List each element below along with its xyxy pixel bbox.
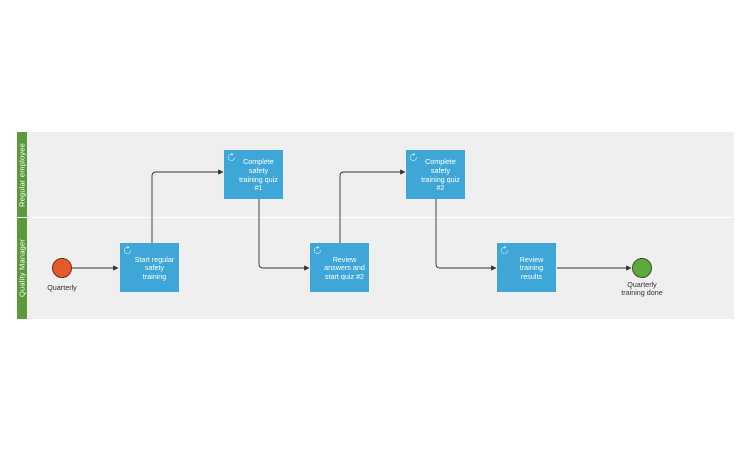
task-complete-safety-training-quiz-2[interactable]: Complete safety training quiz #2: [406, 150, 465, 199]
start-event-label: Quarterly: [47, 283, 77, 292]
loop-icon: [313, 246, 322, 255]
lane-header-regular-employee[interactable]: [17, 132, 27, 217]
flow-task2-to-task3: [258, 199, 310, 271]
task-label: Complete safety training quiz #2: [421, 157, 460, 193]
start-event[interactable]: [52, 258, 72, 278]
lane-header-quality-manager[interactable]: [17, 218, 27, 319]
flow-task1-to-task2: [151, 169, 224, 243]
task-review-training-results[interactable]: Review training results: [497, 243, 556, 292]
end-event-label: Quarterly training done: [621, 280, 663, 297]
loop-icon: [500, 246, 509, 255]
flow-task4-to-task5: [435, 199, 497, 271]
loop-icon: [409, 153, 418, 162]
task-start-regular-safety-training[interactable]: Start regular safety training: [120, 243, 179, 292]
task-label: Review training results: [519, 254, 544, 281]
flow-task3-to-task4: [339, 169, 406, 243]
loop-icon: [227, 153, 236, 162]
task-review-answers-start-quiz-2[interactable]: Review answers and start quiz #2: [310, 243, 369, 292]
end-event[interactable]: [632, 258, 652, 278]
lane-divider: [27, 217, 734, 218]
task-label: Start regular safety training: [134, 254, 175, 281]
task-label: Complete safety training quiz #1: [239, 157, 278, 193]
task-complete-safety-training-quiz-1[interactable]: Complete safety training quiz #1: [224, 150, 283, 199]
task-label: Review answers and start quiz #2: [324, 254, 365, 281]
loop-icon: [123, 246, 132, 255]
